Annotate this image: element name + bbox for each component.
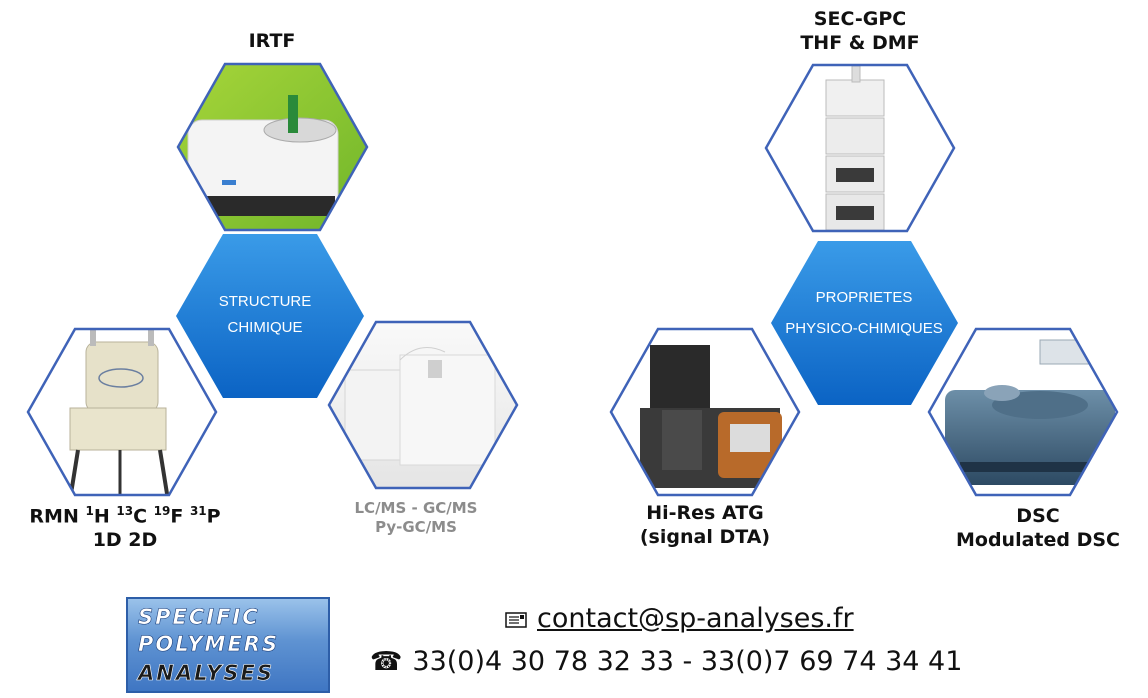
sec-gpc-hexagon-frame	[764, 63, 956, 233]
dsc-label: DSC Modulated DSC	[940, 504, 1136, 552]
structure-chimique-label: STRUCTURE CHIMIQUE	[190, 289, 340, 341]
email-link[interactable]: contact@sp-analyses.fr	[537, 603, 854, 634]
structure-line: STRUCTURE	[218, 293, 312, 310]
sec-gpc-instrument-image	[766, 65, 954, 231]
properties-center-hexagon	[771, 241, 958, 405]
atg-label: Hi-Res ATG (signal DTA)	[600, 501, 810, 549]
atg-line2: (signal DTA)	[639, 526, 771, 548]
rmn-line2: 1D 2D	[92, 529, 158, 552]
rmn-line1: RMN 1H 13C 19F 31P	[29, 504, 221, 528]
specific-polymers-analyses-logo: SPECIFIC POLYMERS ANALYSES	[126, 597, 330, 693]
proprietes-line: PROPRIETES	[815, 289, 913, 306]
dsc-line1: DSC	[1016, 505, 1060, 527]
envelope-icon	[505, 603, 527, 634]
irtf-hexagon-frame	[176, 62, 369, 232]
dsc-line2: Modulated DSC	[955, 529, 1120, 551]
logo-line2: POLYMERS	[138, 632, 280, 657]
logo-line1: SPECIFIC	[138, 605, 260, 630]
lcms-label: LC/MS - GC/MS Py-GC/MS	[326, 499, 506, 537]
contact-email-row: contact@sp-analyses.fr	[505, 603, 854, 634]
sec-gpc-label: SEC-GPC THF & DMF	[760, 7, 960, 55]
dsc-hexagon-frame	[927, 327, 1119, 497]
irtf-instrument-image	[178, 64, 367, 230]
phone-numbers: 33(0)4 30 78 32 33 - 33(0)7 69 74 34 41	[412, 646, 963, 677]
chimique-line: CHIMIQUE	[227, 319, 303, 336]
dsc-instrument-image	[929, 329, 1117, 495]
rmn-hexagon-frame	[26, 327, 218, 497]
lcms-hexagon-frame	[327, 320, 519, 490]
telephone-icon: ☎	[370, 647, 403, 677]
lcms-instrument-image	[329, 322, 517, 488]
atg-line1: Hi-Res ATG	[646, 502, 764, 524]
proprietes-physico-chimiques-label: PROPRIETES PHYSICO-CHIMIQUES	[770, 282, 958, 344]
sec-gpc-line1: SEC-GPC	[813, 8, 907, 30]
rmn-label: RMN 1H 13C 19F 31P 1D 2D	[0, 499, 250, 552]
sec-gpc-line2: THF & DMF	[800, 32, 920, 54]
lcms-line2: Py-GC/MS	[375, 518, 457, 536]
contact-phone-row: ☎ 33(0)4 30 78 32 33 - 33(0)7 69 74 34 41	[370, 646, 962, 677]
structure-center-hexagon	[176, 234, 364, 398]
logo-line3: ANALYSES	[138, 661, 274, 686]
atg-instrument-image	[611, 329, 799, 495]
atg-hexagon-frame	[609, 327, 801, 497]
irtf-label: IRTF	[248, 30, 296, 52]
physico-chimiques-line: PHYSICO-CHIMIQUES	[785, 320, 943, 337]
lcms-line1: LC/MS - GC/MS	[354, 499, 478, 517]
rmn-instrument-image	[28, 329, 216, 495]
